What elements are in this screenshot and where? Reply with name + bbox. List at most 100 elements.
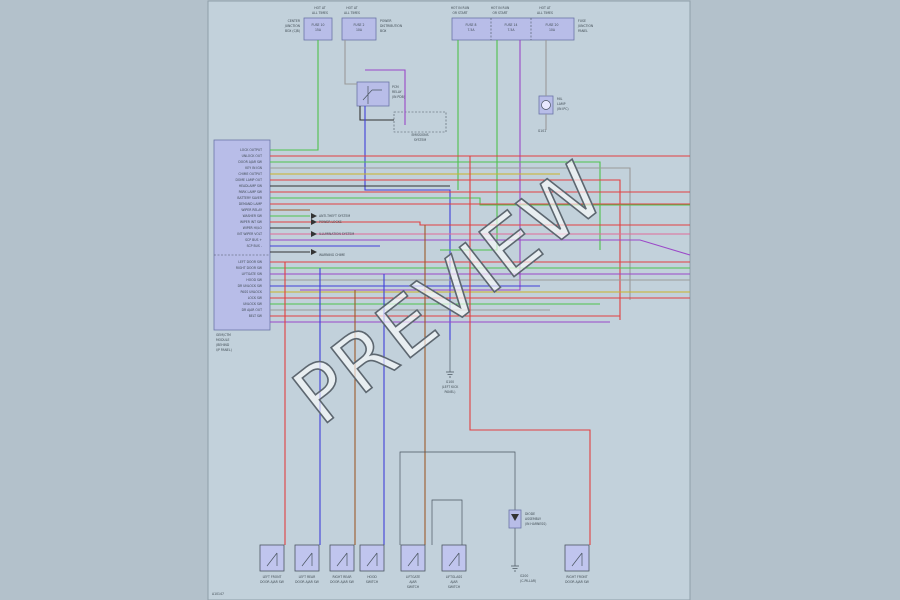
relay-desc-1: EMISSIONS [411, 133, 428, 137]
module-title-1: GEM/CTM [216, 333, 231, 337]
switch-label: LIFTGLASS [446, 575, 463, 579]
arrow-icon [311, 219, 317, 225]
module-pin-label: DOME LAMP OUT [236, 178, 263, 182]
module-pin-label: WIPER RELAY [241, 208, 262, 212]
module-pin-label: CHIME OUTPUT [238, 172, 262, 176]
ground-center-2: (LEFT KICK [442, 385, 460, 389]
module-pin-label: HOOD SW [246, 278, 262, 282]
relay-desc-2: SYSTEM [414, 138, 427, 142]
switch-label: SWITCH [407, 585, 420, 589]
switch-label: RIGHT REAR [332, 575, 352, 579]
ground-icon [511, 565, 519, 572]
fuse-r2-2: 7.5A [507, 28, 515, 32]
arrow-icon [311, 213, 317, 219]
wire-harness [270, 40, 691, 566]
wire-green-out-8 [270, 197, 690, 206]
wire-gray-fuse2 [344, 40, 357, 85]
lamp-label-1: MIL [557, 97, 563, 101]
wire-gray-out-3 [270, 167, 631, 300]
switch-label: DOOR AJAR SW [260, 580, 284, 584]
switch-label: HOOD [367, 575, 377, 579]
annotation-power-locks: POWER LOCKS [319, 220, 342, 224]
diode-3: (IN HARNESS) [525, 522, 546, 526]
relay-box [356, 81, 390, 107]
fuse-right-box [451, 17, 575, 41]
wire-black-liftgate [431, 499, 463, 545]
relay-contact [362, 86, 382, 104]
annotations: ANTI-THEFT SYSTEM POWER LOCKS ILLUMINATI… [311, 213, 354, 257]
wire-purple-out-15 [270, 239, 691, 256]
fuse-left-desc-3: BOX (CJB) [285, 29, 300, 33]
ground-lower-1: G200 [520, 574, 528, 578]
fuse-r2-1: FUSE 14 [505, 23, 518, 27]
module-pin-label: WASHER SW [243, 214, 262, 218]
fuse-r3-2: 10A [549, 28, 556, 32]
module-pin-label: BATTERY SAVER [237, 196, 263, 200]
module-pin-label: INT WIPER VOLT [237, 232, 262, 236]
module-pin-label: DOOR AJAR SW [238, 160, 262, 164]
switch-contact-icon [448, 552, 460, 567]
switch-label: LEFT REAR [299, 575, 316, 579]
module-pin-label: KEY IN IGN [245, 166, 262, 170]
switch-label: DOOR AJAR SW [565, 580, 589, 584]
arrow-icon [311, 249, 317, 255]
switch-contact-icon [266, 552, 278, 567]
module-pin-label: SCP BUS + [245, 238, 262, 242]
fuse-left: HOT AT ALL TIMES FUSE 10 15A CENTER JUNC… [284, 6, 333, 41]
wire-blue-relay [364, 106, 451, 340]
wire-red-out-12 [270, 221, 690, 226]
fuse-left-hot-1: HOT AT [314, 6, 326, 10]
module-pin-label: UNLOCK OUT [242, 154, 262, 158]
fuse-mid-box-2: 10A [356, 28, 363, 32]
module-title-2: MODULE [216, 338, 229, 342]
lamp-ground: G101 [538, 129, 546, 133]
fuse-mid-hot-1: HOT AT [346, 6, 358, 10]
module-pin-label: SCP BUS - [247, 244, 262, 248]
fuse-mid-hot-2: ALL TIMES [344, 11, 360, 15]
fuse-mid-box-1: FUSE 2 [354, 23, 365, 27]
ground-lower-2: (C-PILLAR) [520, 579, 536, 583]
annotation-anti-theft: ANTI-THEFT SYSTEM [319, 214, 350, 218]
module-body [213, 139, 271, 331]
annotation-illumination: ILLUMINATION SYSTEM [319, 232, 354, 236]
wire-red-out-5 [270, 179, 621, 320]
lamp-label-3: (IN IPC) [557, 107, 569, 111]
switch-label: AJAR [409, 580, 417, 584]
switch-body [441, 544, 467, 572]
switch-label: RIGHT FRONT [566, 575, 587, 579]
fuse-left-desc-1: CENTER [288, 19, 301, 23]
module-pin-label: RIGHT DOOR SW [236, 266, 262, 270]
fuse-left-box-2: 15A [315, 28, 322, 32]
module-pin-label: UNLOCK SW [243, 302, 262, 306]
annotation-chime: WARNING CHIME [319, 253, 345, 257]
fuse-mid-box [341, 17, 377, 41]
wire-black-common [399, 451, 516, 545]
ground-center-3: PANEL) [445, 390, 456, 394]
switch-body [359, 544, 385, 572]
switch-contact-icon [571, 552, 583, 567]
fuse-left-box-1: FUSE 10 [312, 23, 325, 27]
fuse-right-desc-3: PANEL [578, 29, 588, 33]
module-pin-label: LOCK SW [248, 296, 262, 300]
switch-label: DOOR AJAR SW [295, 580, 319, 584]
switch-body [259, 544, 285, 572]
diode-1: DIODE [525, 512, 535, 516]
module-pin-label: DEMAND LAMP [239, 202, 262, 206]
relay-label-2: RELAY [392, 90, 402, 94]
diode-assembly: DIODE ASSEMBLY (IN HARNESS) G200 (C-PILL… [508, 509, 546, 583]
wire-green-fuse14 [440, 40, 498, 251]
switch-label: SWITCH [448, 585, 461, 589]
fuse-rc-hot-2: ALL TIMES [537, 11, 553, 15]
relay-label-3: (IN PDB) [392, 95, 405, 99]
module-pin-label: DR AJAR OUT [242, 308, 262, 312]
switch-label: SWITCH [366, 580, 379, 584]
fuse-ra-hot-1: HOT IN RUN [451, 6, 470, 10]
lamp-label-2: LAMP [557, 102, 566, 106]
diode-2: ASSEMBLY [525, 517, 541, 521]
